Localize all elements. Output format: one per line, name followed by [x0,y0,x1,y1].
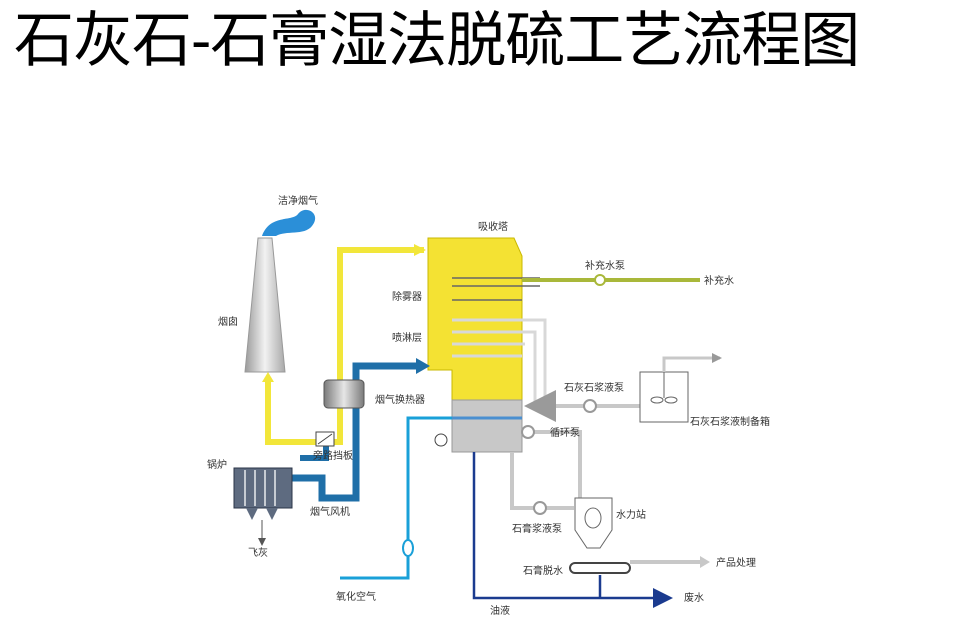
label-makeup-water: 补充水 [704,274,734,287]
hopper-left [246,508,258,520]
arrow-raw-gas [416,358,430,374]
label-demister: 除雾器 [392,290,422,303]
label-gypsum-pump: 石膏浆液泵 [512,522,562,535]
makeup-pump-icon [594,274,606,286]
label-hydrocyclone: 水力站 [616,508,646,521]
label-product: 产品处理 [716,556,756,569]
clean-gas-duct [265,247,424,445]
bypass-damper-blade [317,433,333,445]
label-bypass-damper: 旁路挡板 [313,449,353,462]
tank-agitator-blade-right [664,396,678,404]
label-slurry-pump: 石灰石浆液泵 [564,381,624,394]
label-absorber: 吸收塔 [478,220,508,233]
gypsum-slurry-pipe [510,452,574,510]
label-gypsum-dewater: 石膏脱水 [523,564,563,577]
spray-layers [452,318,547,410]
label-oxidation-air: 氧化空气 [336,590,376,603]
absorber-sump [451,399,523,453]
label-gas-heater: 烟气换热器 [375,393,425,406]
chimney-body [244,237,286,373]
tank-feed-arrow [712,353,722,363]
gypsum-pump-icon [533,501,547,515]
clean-gas-plume [262,209,316,236]
label-fan: 烟气风机 [310,505,350,518]
fly-ash-arrow [258,538,266,546]
label-spray-layer: 喷淋层 [392,331,422,344]
air-blower-icon [402,539,414,557]
wastewater-pipe [472,452,673,608]
product-arrow-head [700,556,710,568]
label-boiler: 锅炉 [207,459,227,471]
agitator-motor-icon [434,433,448,447]
raw-gas-duct [292,362,420,502]
label-clean-gas: 洁净烟气 [278,194,318,207]
label-oil: 油液 [490,604,510,617]
bypass-duct [300,442,329,461]
circulation-pump-icon [521,425,535,439]
oxidation-air-pipe [340,416,452,580]
page-title: 石灰石-石膏湿法脱硫工艺流程图 [14,6,860,76]
circulation-pipe [522,430,582,505]
boiler-precipitator [233,467,293,509]
label-fly-ash: 飞灰 [248,546,268,559]
tank-agitator-blade-left [650,396,664,404]
label-makeup-pump: 补充水泵 [585,259,625,272]
tank-feed-pipe [662,356,720,372]
hopper-right [266,508,278,520]
gas-heater [323,379,365,409]
belt-filter [569,562,631,574]
hydrocyclone-window [584,507,602,529]
arrow-to-absorber [414,244,426,256]
label-circ-pump: 循环泵 [550,426,580,439]
label-waste-water: 废水 [684,591,704,604]
precipitator-fins [244,470,276,506]
label-slurry-tank: 石灰石浆液制备箱 [690,415,770,428]
label-chimney: 烟囱 [218,315,238,328]
arrow-up-chimney [262,372,274,382]
slurry-pump-icon [583,399,597,413]
hydrocyclone-body [574,497,613,549]
